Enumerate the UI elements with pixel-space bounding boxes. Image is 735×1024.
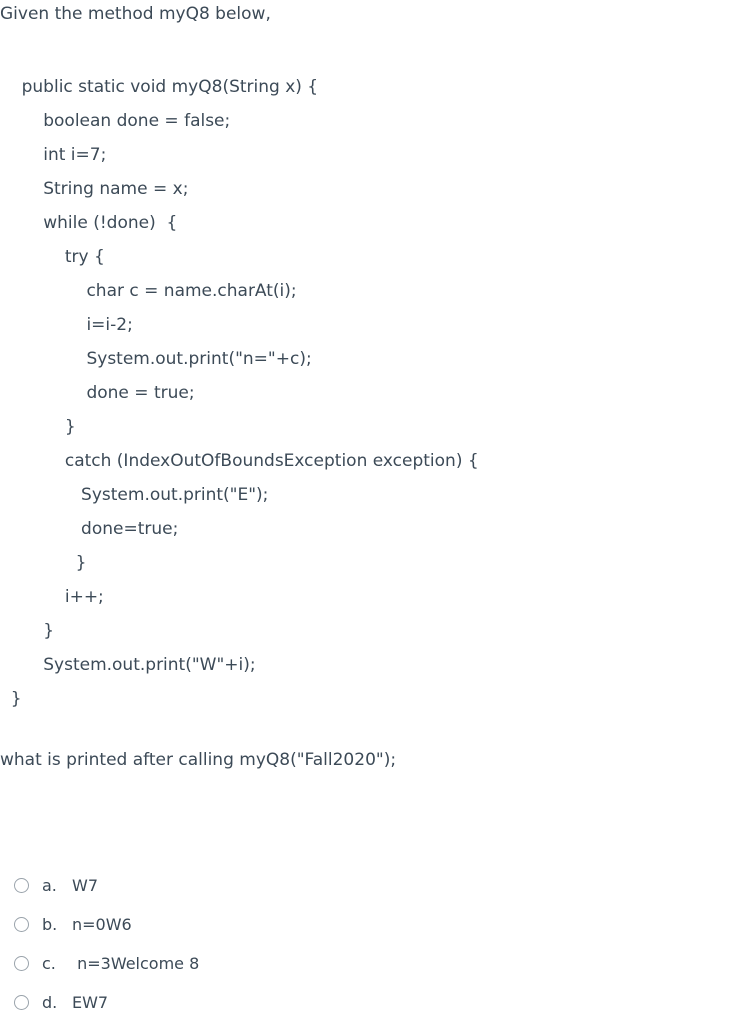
- radio-icon-d[interactable]: [14, 995, 29, 1010]
- option-letter-a: a.: [42, 876, 57, 895]
- option-letter-c: c.: [42, 954, 56, 973]
- option-b[interactable]: b. n=0W6: [0, 905, 735, 944]
- code-line: System.out.print("n="+c);: [0, 349, 312, 369]
- option-letter-b: b.: [42, 915, 58, 934]
- code-line: boolean done = false;: [0, 111, 231, 131]
- code-block: public static void myQ8(String x) { bool…: [0, 70, 735, 716]
- option-text-a[interactable]: W7: [72, 876, 98, 895]
- code-line: }: [0, 553, 87, 573]
- radio-icon-c[interactable]: [14, 956, 29, 971]
- option-a[interactable]: a. W7: [0, 866, 735, 905]
- question-text: what is printed after calling myQ8("Fall…: [0, 750, 397, 770]
- radio-icon-b[interactable]: [14, 917, 29, 932]
- code-line: }: [0, 621, 55, 641]
- code-line: }: [0, 689, 22, 709]
- code-line: i=i-2;: [0, 315, 133, 335]
- option-d[interactable]: d. EW7: [0, 983, 735, 1022]
- code-line: done = true;: [0, 383, 195, 403]
- code-line: System.out.print("E");: [0, 485, 269, 505]
- code-line: System.out.print("W"+i);: [0, 655, 256, 675]
- code-line: while (!done) {: [0, 213, 178, 233]
- code-line: String name = x;: [0, 179, 189, 199]
- code-line: public static void myQ8(String x) {: [0, 77, 319, 97]
- option-c[interactable]: c. n=3Welcome 8: [0, 944, 735, 983]
- option-text-b[interactable]: n=0W6: [72, 915, 132, 934]
- code-line: char c = name.charAt(i);: [0, 281, 297, 301]
- code-line: try {: [0, 247, 105, 267]
- radio-icon-a[interactable]: [14, 878, 29, 893]
- code-line: }: [0, 417, 76, 437]
- option-text-d[interactable]: EW7: [72, 993, 109, 1012]
- code-line: i++;: [0, 587, 104, 607]
- prompt-text: Given the method myQ8 below,: [0, 4, 271, 24]
- answer-options: a. W7 b. n=0W6 c. n=3Welcome 8 d. EW7: [0, 866, 735, 1022]
- code-line: catch (IndexOutOfBoundsException excepti…: [0, 451, 479, 471]
- option-letter-d: d.: [42, 993, 58, 1012]
- code-line: int i=7;: [0, 145, 107, 165]
- option-text-c[interactable]: n=3Welcome 8: [72, 954, 200, 973]
- code-line: done=true;: [0, 519, 179, 539]
